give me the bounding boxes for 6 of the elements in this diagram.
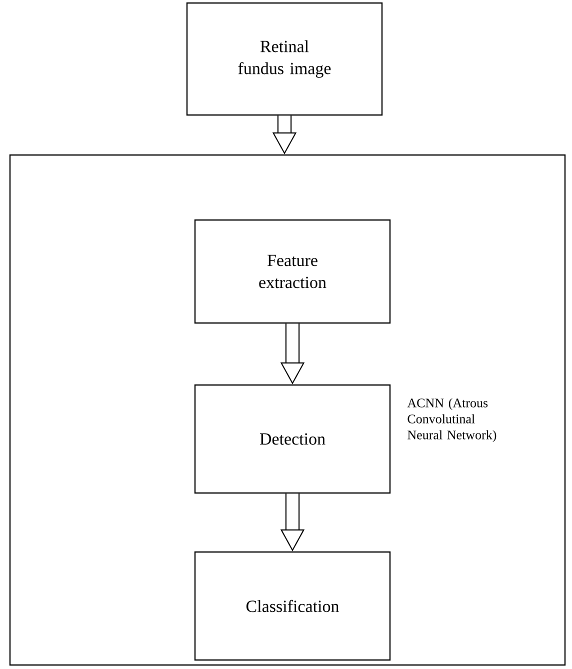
process-box: Detection [194,384,391,494]
process-box: Feature extraction [194,219,391,324]
process-box: Retinal fundus image [186,2,383,116]
side-note: ACNN (Atrous Convolutinal Neural Network) [407,398,496,442]
process-box: Classification [194,551,391,661]
container-box [9,154,566,666]
